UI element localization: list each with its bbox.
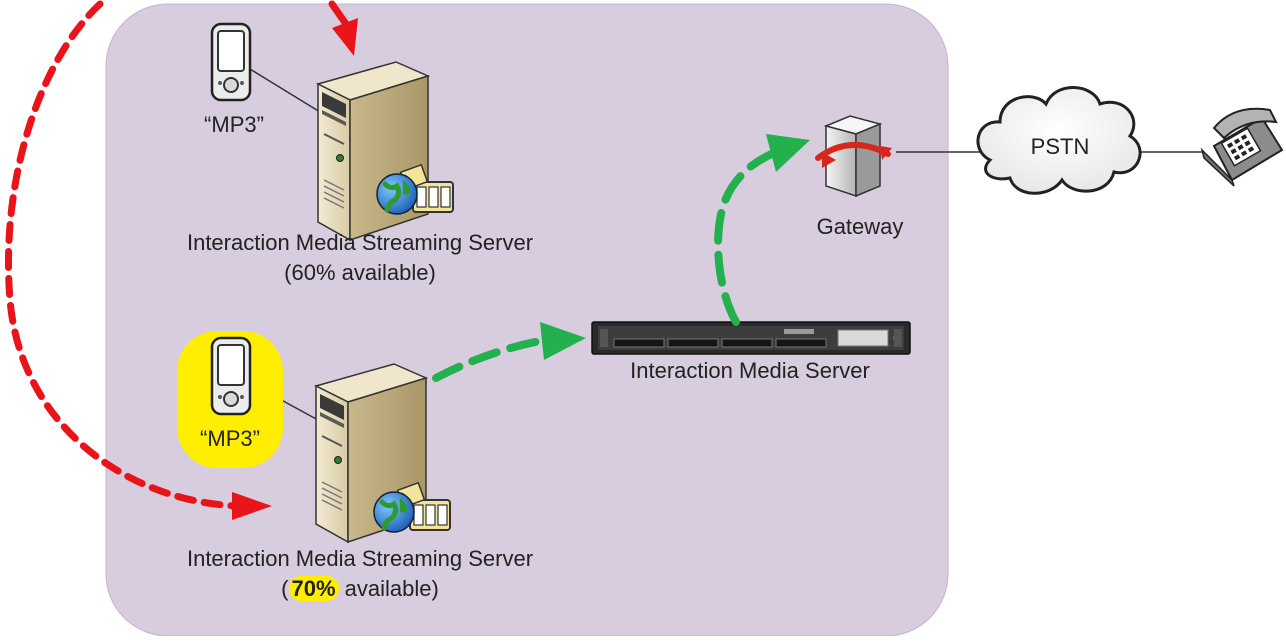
streaming-server-top-name: Interaction Media Streaming Server xyxy=(186,230,534,255)
stream-arrow-to-gateway xyxy=(714,134,810,326)
streaming-server-bottom-name: Interaction Media Streaming Server xyxy=(186,546,534,571)
availability-prefix: ( xyxy=(284,260,292,285)
availability-value-highlight: 70% xyxy=(288,576,339,601)
availability-value: 60% xyxy=(291,260,336,285)
mp3-top-label: “MP3” xyxy=(204,112,264,137)
mp3-bottom-label: “MP3” xyxy=(200,426,260,451)
media-server-label: Interaction Media Server xyxy=(630,358,870,383)
streaming-server-top-availability: (60% available) xyxy=(140,258,580,288)
incoming-arrow xyxy=(328,0,358,56)
cloud-icon xyxy=(976,86,1142,195)
pstn-label: PSTN xyxy=(1030,134,1090,159)
rack-server-icon xyxy=(591,321,911,355)
gateway-icon xyxy=(815,115,892,198)
tower-server-icon xyxy=(317,61,429,241)
pda-device-icon xyxy=(210,22,252,102)
availability-suffix: available) xyxy=(338,576,439,601)
availability-prefix: ( xyxy=(281,576,289,601)
pda-device-icon xyxy=(210,336,252,416)
gateway-label: Gateway xyxy=(816,214,904,239)
link-mp3-top xyxy=(244,65,321,113)
stream-arrow-to-media-server xyxy=(432,322,586,382)
failover-arrow xyxy=(4,0,272,520)
streaming-server-bottom-availability: (70% available) xyxy=(140,574,580,604)
availability-suffix: available) xyxy=(335,260,436,285)
telephone-icon xyxy=(1200,107,1284,187)
